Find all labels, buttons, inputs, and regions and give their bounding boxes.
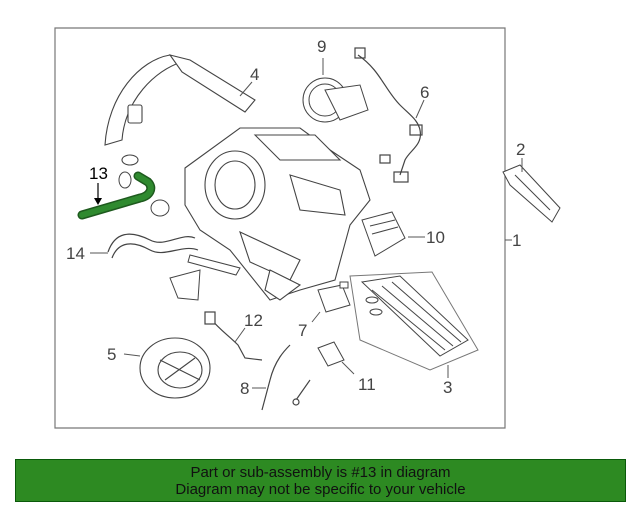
highlighted-pipe-part-13 — [77, 171, 156, 220]
callout-12-leader — [234, 327, 246, 343]
module-part-10 — [361, 211, 406, 257]
callout-6-leader — [415, 99, 425, 119]
callout-4: 4 — [250, 65, 260, 84]
callout-11-leader — [341, 361, 355, 375]
actuator-part-9 — [302, 77, 369, 123]
callout-11: 11 — [358, 375, 376, 394]
callout-8: 8 — [240, 379, 250, 398]
hvac-case — [184, 127, 371, 301]
callout-14: 14 — [66, 244, 85, 263]
part-3-frame — [349, 271, 479, 371]
callout-5: 5 — [107, 345, 117, 364]
wire-harness-part-6 — [354, 47, 423, 183]
callout-2: 2 — [516, 140, 526, 159]
callout-6: 6 — [420, 83, 430, 102]
callout-3: 3 — [443, 378, 453, 397]
callout-13-arrow — [94, 198, 102, 205]
part-info-banner: Part or sub-assembly is #13 in diagram D… — [15, 459, 626, 502]
callout-9: 9 — [317, 37, 327, 56]
hose-part-14 — [107, 233, 199, 259]
callout-5-leader — [123, 353, 141, 357]
banner-line-1: Part or sub-assembly is #13 in diagram — [190, 463, 451, 481]
duct-part-4 — [104, 54, 256, 166]
evaporator-core — [360, 275, 469, 357]
sensor-part-7 — [317, 281, 351, 313]
part-11 — [317, 341, 345, 367]
pipe-part-12 — [204, 311, 263, 361]
callout-7-leader — [311, 311, 321, 323]
bracket-part-2 — [502, 164, 561, 223]
clips — [118, 171, 241, 301]
banner-line-2: Diagram may not be specific to your vehi… — [175, 480, 466, 498]
callout-1: 1 — [512, 231, 522, 250]
callout-4-leader — [239, 81, 253, 97]
callout-13: 13 — [89, 164, 108, 183]
assembly-frame — [54, 27, 506, 429]
tube-part-8 — [261, 344, 311, 411]
callout-7: 7 — [298, 321, 308, 340]
blower-motor-part-5 — [139, 337, 211, 399]
callout-12: 12 — [244, 311, 263, 330]
callout-10: 10 — [426, 228, 445, 247]
